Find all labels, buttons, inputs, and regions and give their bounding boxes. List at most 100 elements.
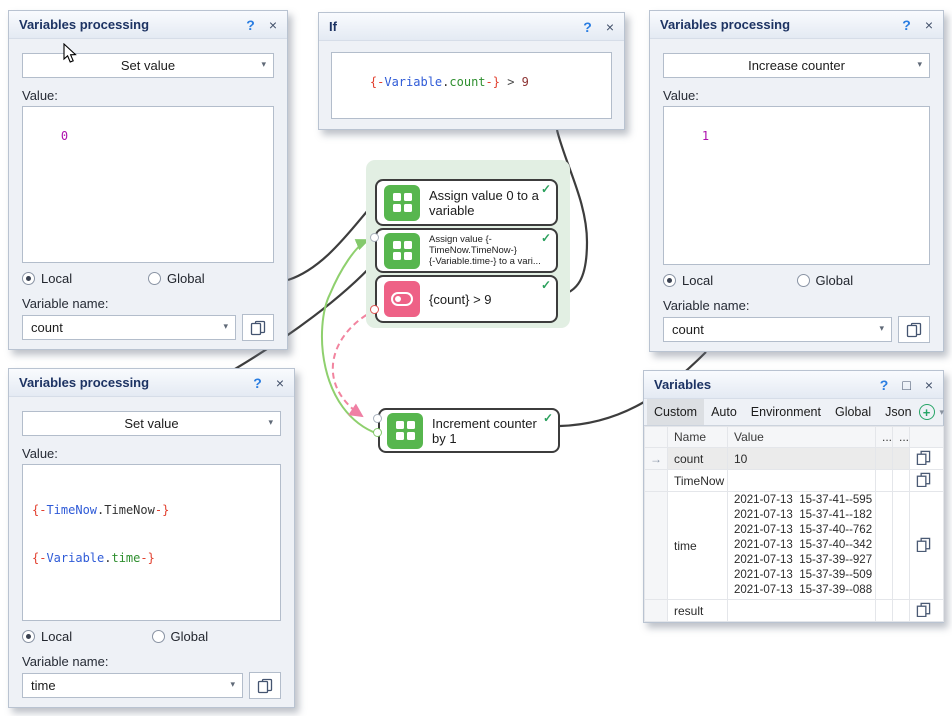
cell-value[interactable]: 10 — [727, 447, 876, 470]
cell-value[interactable] — [727, 599, 876, 622]
table-row-time[interactable]: time 2021-07-13 15-37-41--595 2021-07-13… — [644, 491, 944, 600]
flow-block-condition[interactable]: {count} > 9 ✓ — [375, 275, 558, 323]
column-extra1: ... — [875, 426, 893, 448]
cell-name[interactable]: count — [667, 447, 728, 470]
table-row-count[interactable]: → count 10 — [644, 447, 944, 470]
tab-global[interactable]: Global — [834, 405, 872, 419]
panel-header[interactable]: Variables processing ? × — [9, 11, 287, 39]
value-editor[interactable]: 0 — [22, 106, 274, 263]
value-label: Value: — [22, 88, 58, 103]
help-button[interactable]: ? — [902, 16, 911, 33]
cell-name[interactable]: TimeNow — [667, 469, 728, 492]
action-select[interactable]: Set value ▾ — [22, 53, 274, 78]
wire-false-branch-pink — [331, 309, 376, 418]
column-name[interactable]: Name — [667, 426, 728, 448]
chevron-down-icon: ▾ — [879, 323, 884, 333]
close-button[interactable]: × — [268, 16, 277, 33]
chevron-down-icon: ▾ — [917, 59, 922, 69]
action-select[interactable]: Set value ▾ — [22, 411, 281, 436]
connector-node[interactable] — [370, 233, 379, 242]
copy-row-button[interactable] — [909, 447, 944, 470]
flow-block-assign-time[interactable]: Assign value {- TimeNow.TimeNow-} {-Vari… — [375, 228, 558, 273]
radio-dot — [22, 272, 35, 285]
grid-icon — [387, 412, 423, 449]
maximize-button[interactable]: □ — [902, 376, 911, 393]
value-editor[interactable]: {-TimeNow.TimeNow-} {-Variable.time-} — [22, 464, 281, 621]
help-button[interactable]: ? — [253, 374, 262, 391]
column-indicator — [644, 426, 668, 448]
condition-editor[interactable]: {-Variable.count-} > 9 — [331, 52, 612, 119]
radio-global[interactable]: Global — [796, 273, 931, 288]
copy-variable-button[interactable] — [242, 314, 274, 341]
mouse-cursor — [63, 43, 77, 63]
table-row-result[interactable]: result — [644, 599, 944, 622]
add-variable-button[interactable]: + — [918, 404, 935, 420]
copy-row-button[interactable] — [909, 469, 944, 492]
close-button[interactable]: × — [924, 16, 933, 33]
cell-value[interactable]: 2021-07-13 15-37-41--595 2021-07-13 15-3… — [727, 491, 876, 600]
check-icon: ✓ — [540, 231, 551, 245]
help-button[interactable]: ? — [583, 18, 592, 35]
variable-name-label: Variable name: — [22, 654, 109, 669]
flow-block-label: {count} > 9 — [429, 291, 492, 307]
value-editor[interactable]: 1 — [663, 106, 930, 265]
copy-row-button[interactable] — [909, 491, 944, 600]
action-select[interactable]: Increase counter ▾ — [663, 53, 930, 78]
variable-name-combo[interactable]: count ▾ — [663, 317, 892, 342]
wire-loop-green — [321, 239, 379, 435]
action-select-value: Set value — [124, 416, 179, 431]
radio-local[interactable]: Local — [663, 273, 797, 288]
panel-title: Variables processing — [19, 375, 150, 390]
table-row-timenow[interactable]: TimeNow — [644, 469, 944, 492]
flow-block-increment[interactable]: Increment counter by 1 ✓ — [378, 408, 560, 453]
cell-value[interactable] — [727, 469, 876, 492]
flow-block-assign-zero[interactable]: Assign value 0 to a variable ✓ — [375, 179, 558, 226]
help-button[interactable]: ? — [879, 376, 889, 393]
panel-header[interactable]: Variables ? □ × — [644, 371, 943, 399]
connector-node-red[interactable] — [370, 305, 379, 314]
copy-icon — [916, 602, 931, 617]
close-button[interactable]: × — [275, 374, 284, 391]
copy-variable-button[interactable] — [898, 316, 930, 343]
connector-node-green[interactable] — [373, 428, 382, 437]
tab-json[interactable]: Json — [885, 405, 912, 419]
radio-local[interactable]: Local — [22, 271, 148, 286]
variable-name-combo[interactable]: time ▾ — [22, 673, 243, 698]
panel-header[interactable]: Variables processing ? × — [9, 369, 294, 397]
chevron-down-icon: ▾ — [261, 59, 266, 69]
cell-name[interactable]: time — [667, 491, 728, 600]
copy-variable-button[interactable] — [249, 672, 281, 699]
tab-environment[interactable]: Environment — [750, 405, 821, 419]
value-label: Value: — [22, 446, 58, 461]
radio-dot — [796, 274, 810, 287]
panel-header[interactable]: Variables processing ? × — [650, 11, 943, 39]
variable-name-label: Variable name: — [22, 296, 109, 311]
panel-increase-counter: Variables processing ? × Increase counte… — [649, 10, 944, 352]
chevron-down-icon[interactable]: ▾ — [939, 406, 945, 417]
close-button[interactable]: × — [924, 376, 933, 393]
tab-custom[interactable]: Custom — [647, 399, 705, 425]
close-button[interactable]: × — [605, 18, 614, 35]
chevron-down-icon: ▾ — [268, 417, 273, 427]
connector-node[interactable] — [373, 414, 382, 423]
help-button[interactable]: ? — [246, 16, 255, 33]
chevron-down-icon: ▾ — [230, 679, 235, 689]
variables-table: Name Value ... ... → count 10 TimeNow — [644, 426, 944, 622]
flow-block-label: Assign value {- TimeNow.TimeNow-} {-Vari… — [429, 234, 541, 267]
column-value[interactable]: Value — [727, 426, 876, 448]
grid-icon — [384, 184, 420, 221]
radio-global[interactable]: Global — [151, 629, 282, 644]
variables-tab-bar: Custom Auto Environment Global Json + ▾ — [644, 399, 945, 426]
panel-title: Variables — [654, 377, 712, 392]
radio-global[interactable]: Global — [148, 271, 274, 286]
column-copy — [909, 426, 944, 448]
variable-name-combo[interactable]: count ▾ — [22, 315, 236, 340]
variable-name-value: count — [31, 320, 63, 335]
panel-header[interactable]: If ? × — [319, 13, 624, 41]
copy-icon — [250, 320, 266, 335]
copy-icon — [916, 450, 931, 465]
cell-name[interactable]: result — [667, 599, 728, 622]
radio-local[interactable]: Local — [22, 629, 152, 644]
tab-auto[interactable]: Auto — [711, 405, 737, 419]
copy-row-button[interactable] — [909, 599, 944, 622]
